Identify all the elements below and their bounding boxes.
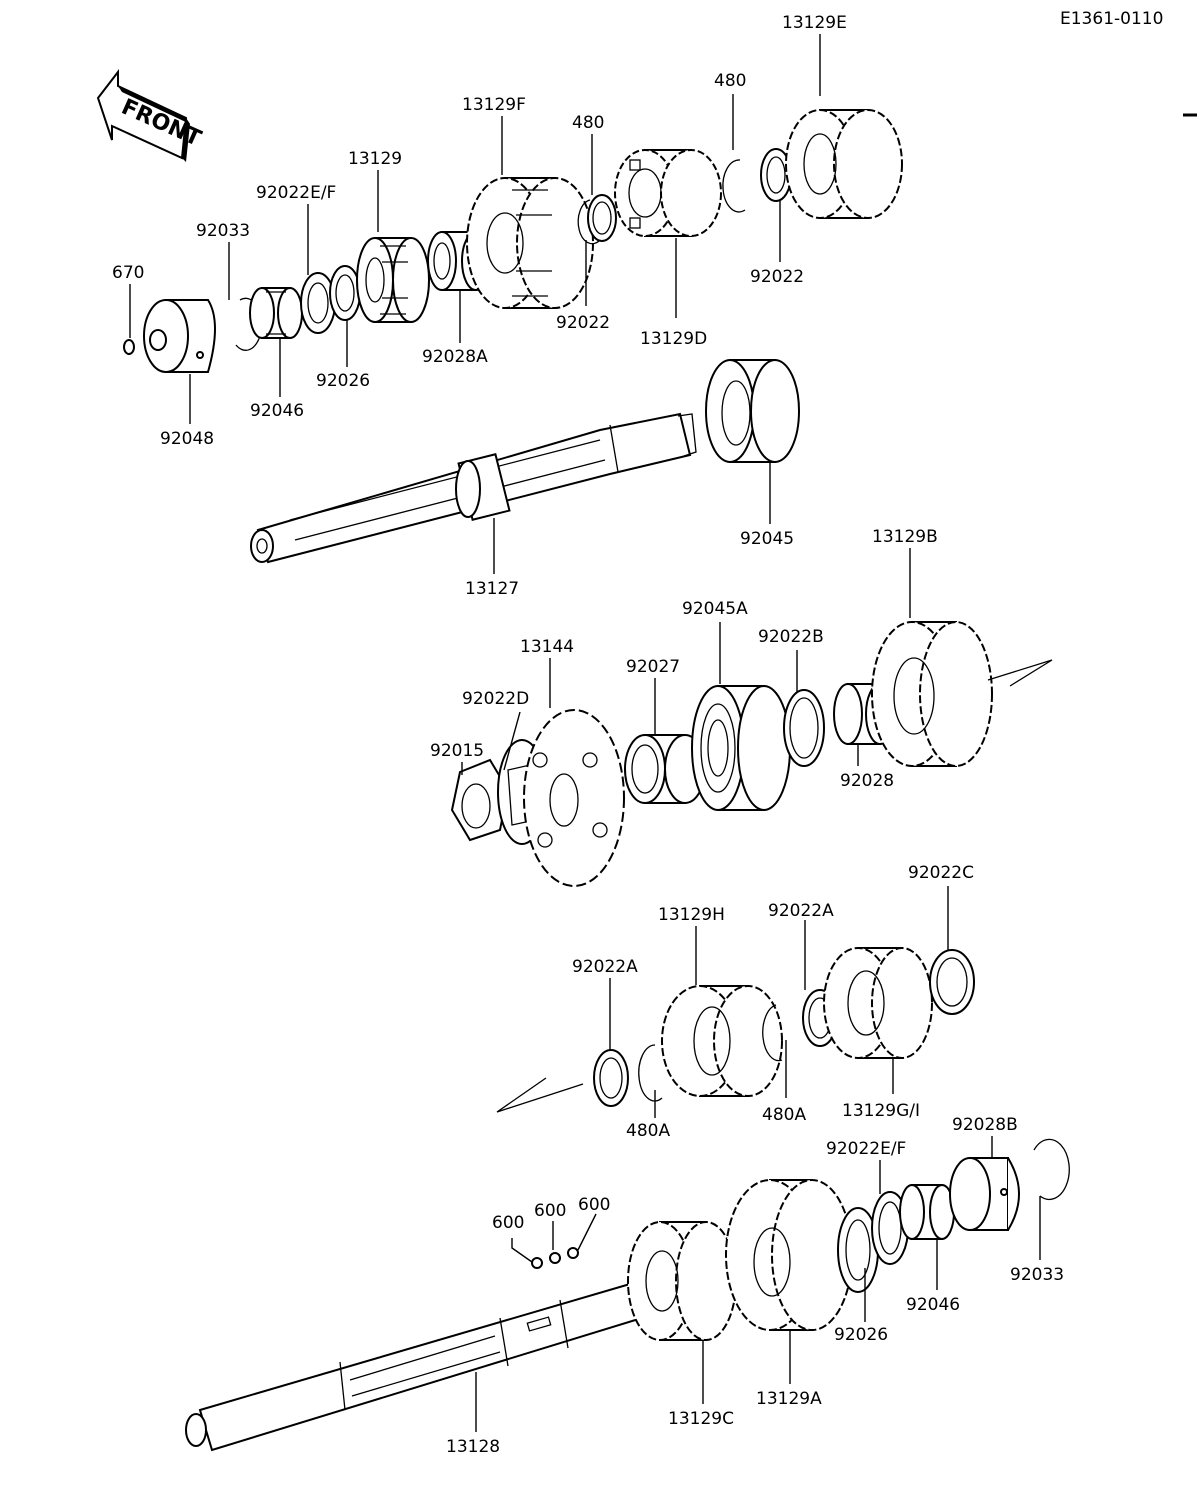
part-92045	[705, 359, 800, 463]
label-92046-top: 92046	[250, 401, 304, 421]
label-92046-bot: 92046	[906, 1295, 960, 1315]
leader-lines	[129, 34, 1041, 1432]
part-13144	[523, 709, 625, 887]
label-600-b: 600	[534, 1201, 566, 1221]
part-13129F	[466, 177, 594, 309]
part-480-top	[722, 159, 746, 213]
part-13129B	[871, 621, 993, 767]
part-92015	[450, 758, 510, 842]
label-92022EF-top: 92022E/F	[256, 183, 336, 203]
label-92028B: 92028B	[952, 1115, 1018, 1135]
label-600-c: 600	[578, 1195, 610, 1215]
label-92026-top: 92026	[316, 371, 370, 391]
part-92022EF-upper	[329, 265, 361, 321]
part-92026-upper	[300, 272, 336, 334]
label-13129C: 13129C	[668, 1409, 734, 1429]
part-92022C	[929, 949, 975, 1015]
label-13127: 13127	[465, 579, 519, 599]
part-13129A	[725, 1179, 853, 1331]
part-92022EF-lower	[871, 1191, 909, 1265]
label-92033-bot: 92033	[1010, 1265, 1064, 1285]
label-92027: 92027	[626, 657, 680, 677]
part-600-balls	[531, 1247, 579, 1269]
axis-arrow-left	[496, 1077, 584, 1113]
part-92033-lower	[1033, 1138, 1070, 1201]
part-480A-right	[762, 1004, 783, 1062]
label-670: 670	[112, 263, 144, 283]
label-92022A-left: 92022A	[572, 957, 638, 977]
part-13129H	[661, 985, 783, 1097]
part-92022-mid	[587, 194, 617, 242]
part-92022B	[783, 689, 825, 767]
part-92048	[143, 299, 216, 373]
part-13129GI	[823, 947, 933, 1059]
label-92022EF-bot: 92022E/F	[826, 1139, 906, 1159]
label-13129E: 13129E	[782, 13, 847, 33]
label-92022-mid: 92022	[556, 313, 610, 333]
label-92048: 92048	[160, 429, 214, 449]
label-480-mid: 480	[572, 113, 604, 133]
front-arrow-icon: FRONT	[96, 69, 205, 162]
label-13128: 13128	[446, 1437, 500, 1457]
part-92046-lower	[899, 1184, 955, 1240]
label-600-a: 600	[492, 1213, 524, 1233]
label-13129B: 13129B	[872, 527, 938, 547]
part-480-mid	[577, 199, 601, 245]
label-13129H: 13129H	[658, 905, 725, 925]
label-92022-right: 92022	[750, 267, 804, 287]
label-13129D: 13129D	[640, 329, 707, 349]
label-92045: 92045	[740, 529, 794, 549]
part-92028B	[949, 1157, 1020, 1231]
part-13128-shaft	[185, 1282, 644, 1452]
label-92022D: 92022D	[462, 689, 529, 709]
diagram-code: E1361-0110	[1060, 9, 1163, 29]
part-92046-upper	[249, 287, 303, 339]
label-92022A-right: 92022A	[768, 901, 834, 921]
label-92045A: 92045A	[682, 599, 748, 619]
label-13129A: 13129A	[756, 1389, 822, 1409]
part-92022A-left	[593, 1049, 629, 1107]
part-92045A	[691, 685, 791, 811]
label-13129GI: 13129G/I	[842, 1101, 920, 1121]
label-480-top: 480	[714, 71, 746, 91]
label-92022B: 92022B	[758, 627, 824, 647]
part-13129C	[627, 1221, 737, 1341]
label-480A-left: 480A	[626, 1121, 670, 1141]
label-480A-right: 480A	[762, 1105, 806, 1125]
part-13129E	[785, 109, 903, 219]
part-13127-shaft	[250, 412, 697, 564]
label-92028A: 92028A	[422, 347, 488, 367]
label-13129F: 13129F	[462, 95, 526, 115]
part-480A-left	[638, 1044, 663, 1102]
part-13129D	[614, 149, 722, 237]
part-670	[123, 339, 135, 355]
label-92026-bot: 92026	[834, 1325, 888, 1345]
label-13129: 13129	[348, 149, 402, 169]
part-labels: 13129E 480 13129F 480 13129 92022E/F 920…	[112, 13, 1064, 1457]
label-13144: 13144	[520, 637, 574, 657]
label-92033-top: 92033	[196, 221, 250, 241]
label-92022C: 92022C	[908, 863, 974, 883]
label-92028: 92028	[840, 771, 894, 791]
label-92015: 92015	[430, 741, 484, 761]
axis-arrow-right	[987, 659, 1053, 687]
part-13129	[356, 237, 430, 323]
